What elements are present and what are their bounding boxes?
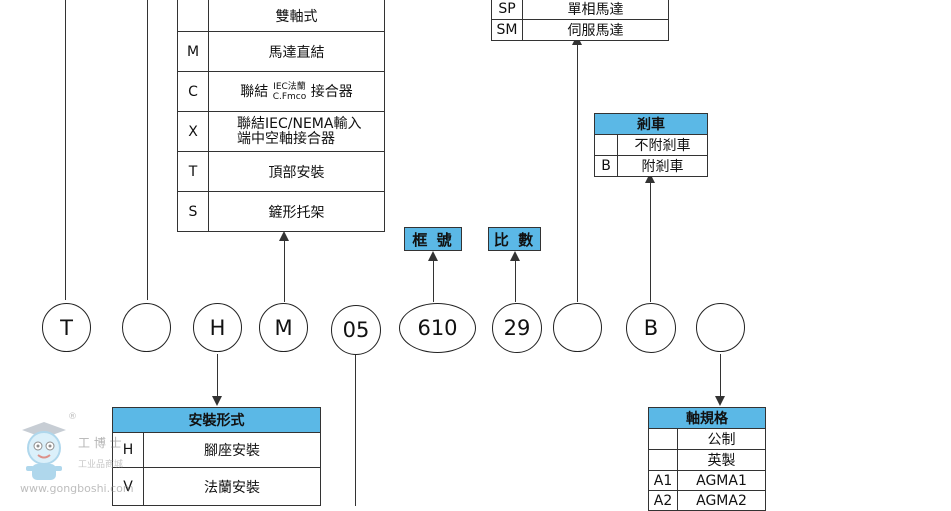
registered-mark: ®	[68, 412, 77, 422]
frame-size-label: 框 號	[404, 227, 462, 251]
brake-code-b: B	[594, 155, 618, 177]
mounting-table: 安裝形式 H 腳座安裝 V 法蘭安裝	[112, 407, 321, 506]
shaft-desc-c-small-bottom: C.Fmco	[272, 92, 307, 102]
spec-code-a1: A1	[648, 470, 678, 491]
shaft-table-header: 雙軸式	[208, 0, 385, 32]
code-circle-7: 29	[492, 303, 542, 353]
brake-desc-b: 附剎車	[617, 155, 708, 177]
connector-line-spec	[720, 354, 722, 396]
spec-code-imperial	[648, 449, 678, 471]
motor-table: SP 單相馬達 SM 伺服馬達	[491, 0, 669, 41]
circle-label-5: 05	[342, 318, 370, 342]
code-circle-4: M	[259, 303, 308, 352]
shaft-desc-x-line2: 端中空軸接合器	[237, 130, 335, 147]
brake-code-none	[594, 134, 618, 156]
shaft-code-t: T	[177, 151, 209, 192]
code-circle-8	[553, 303, 602, 352]
mascot-icon	[22, 422, 66, 480]
spec-desc-imperial: 英製	[677, 449, 766, 471]
circle-label-4: M	[274, 315, 293, 340]
connector-line-2	[147, 0, 149, 300]
connector-line-motor	[577, 42, 579, 302]
mounting-code-v: V	[112, 467, 144, 506]
mounting-desc-v: 法蘭安裝	[143, 467, 321, 506]
code-circle-9: B	[626, 303, 676, 353]
spec-desc-a2: AGMA2	[677, 490, 766, 511]
connector-line-05	[355, 354, 357, 506]
arrow-up-brake	[645, 173, 655, 183]
arrow-down-spec	[715, 396, 725, 406]
motor-desc-sp: 單相馬達	[522, 0, 669, 20]
shaft-code-x: X	[177, 111, 209, 152]
shaft-code-m: M	[177, 31, 209, 72]
spec-code-metric	[648, 428, 678, 450]
shaft-desc-x-line1: 聯結IEC/NEMA輸入	[237, 115, 362, 132]
connector-line-t	[65, 0, 67, 300]
brake-table-header: 剎車	[594, 113, 708, 135]
connector-line-brake	[650, 180, 652, 302]
spec-table-header: 軸規格	[648, 407, 766, 429]
shaft-desc-m: 馬達直結	[208, 31, 385, 72]
code-circle-6: 610	[399, 303, 476, 353]
code-circle-10	[696, 303, 745, 352]
shaft-code-s: S	[177, 191, 209, 232]
brake-table: 剎車 不附剎車 B 附剎車	[594, 113, 708, 177]
code-circle-2	[122, 303, 171, 352]
connector-line-h	[217, 354, 219, 396]
ratio-label: 比 數	[488, 227, 541, 251]
connector-line-ratio	[515, 258, 517, 302]
circle-label-9: B	[643, 316, 659, 340]
watermark-tagline: 工业品商城	[78, 460, 124, 470]
shaft-desc-c-post: 接合器	[310, 84, 353, 100]
mounting-desc-h: 腳座安裝	[143, 432, 321, 468]
arrow-down-h	[212, 396, 222, 406]
connector-line-m	[284, 238, 286, 302]
spec-desc-metric: 公制	[677, 428, 766, 450]
shaft-desc-s: 鏟形托架	[208, 191, 385, 232]
shaft-spec-table: 軸規格 公制 英製 A1 AGMA1 A2 AGMA2	[648, 407, 766, 511]
arrow-up-frame	[428, 251, 438, 261]
watermark-brand: 工 博 士	[78, 436, 122, 450]
spec-desc-a1: AGMA1	[677, 470, 766, 491]
motor-code-sp: SP	[491, 0, 523, 20]
shaft-desc-x: 聯結IEC/NEMA輸入 端中空軸接合器	[208, 111, 385, 152]
watermark-url: www.gongboshi.com	[20, 482, 134, 495]
spec-code-a2: A2	[648, 490, 678, 511]
motor-desc-sm: 伺服馬達	[522, 19, 669, 41]
arrow-up-ratio	[510, 251, 520, 261]
shaft-desc-c-pre: 聯結	[240, 84, 269, 100]
code-circle-1: T	[42, 303, 91, 352]
arrow-up-m	[279, 231, 289, 241]
shaft-desc-t: 頂部安裝	[208, 151, 385, 192]
circle-label-7: 29	[503, 316, 531, 340]
shaft-code-c: C	[177, 71, 209, 112]
code-circle-3: H	[193, 303, 242, 352]
circle-label-6: 610	[417, 316, 458, 340]
connector-line-frame	[433, 258, 435, 302]
shaft-desc-c-small-top: IEC法蘭	[273, 82, 306, 92]
circle-label-3: H	[209, 315, 226, 340]
watermark: ® 工 博 士 工业品商城 www.gongboshi.com	[14, 412, 154, 502]
brake-desc-none: 不附剎車	[617, 134, 708, 156]
mounting-table-header: 安裝形式	[112, 407, 321, 433]
code-circle-5: 05	[331, 305, 381, 355]
motor-code-sm: SM	[491, 19, 523, 41]
circle-label-1: T	[60, 315, 73, 340]
